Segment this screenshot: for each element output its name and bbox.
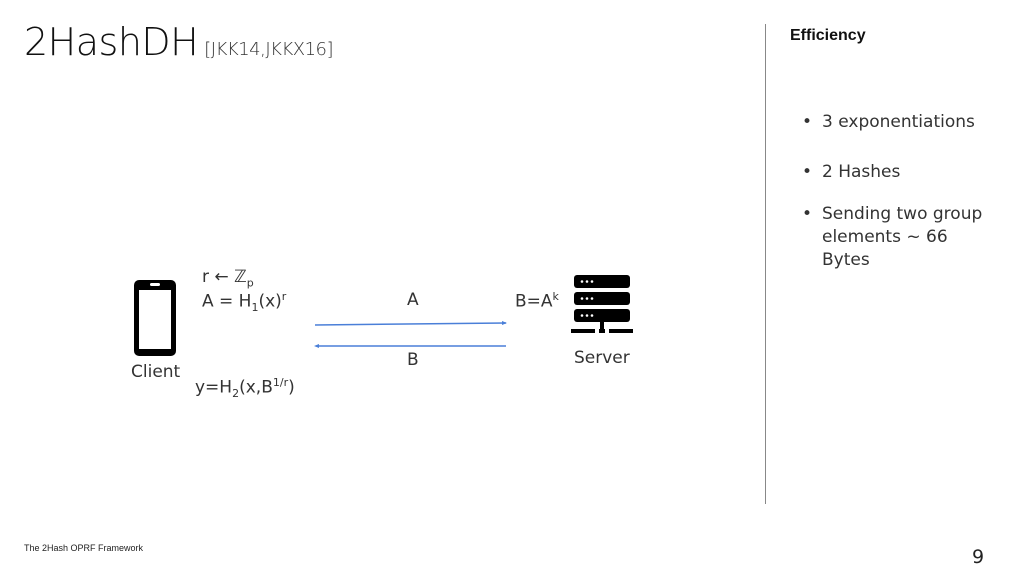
final-c: ) [288,377,295,398]
server-step-sup: k [552,290,559,303]
step-compute-a: A = H1(x)r [202,290,286,314]
server-step-a: B=A [515,291,553,312]
efficiency-heading: Efficiency [790,27,866,44]
phone-icon [134,280,176,356]
bullet-item: •Sending two group elements ~ 66 Bytes [802,203,992,272]
title-text: 2HashDH [24,20,199,64]
server-icon [571,275,633,333]
step2-b: (x) [258,291,282,312]
bullet-text: 3 exponentiations [822,112,975,132]
arrow-back-label: B [407,350,419,370]
final-b: (x,B [239,377,273,398]
arrow-forward [314,322,507,326]
slide-title: 2HashDH[JKK14,JKKX16] [24,20,334,64]
bullet-text: 2 Hashes [822,162,901,182]
arrow-forward-label: A [407,290,419,310]
step1-sub: p [246,276,254,290]
client-label: Client [131,362,181,382]
step1-text: r ← ℤ [202,267,247,287]
arrow-forward-head [502,321,507,325]
step2-sub: 1 [251,301,259,315]
divider [765,24,766,504]
footer-text: The 2Hash OPRF Framework [24,543,144,553]
final-sup: 1/r [272,376,289,389]
bullet-text: Sending two group elements ~ 66 Bytes [822,204,983,270]
bullet-item: •2 Hashes [802,161,1002,184]
bullet-item: •3 exponentiations [802,111,1002,134]
message-arrows [314,321,507,348]
page-number: 9 [972,546,985,568]
arrow-back-head [314,344,319,348]
step-random-r: r ← ℤp [202,267,254,289]
server-step: B=Ak [515,290,559,312]
server-label: Server [574,348,630,368]
final-a: y=H [195,377,233,398]
final-output: y=H2(x,B1/r) [195,376,295,400]
step2-sup: r [281,290,287,303]
citation: [JKK14,JKKX16] [204,39,334,60]
step2-a: A = H [202,291,252,312]
final-sub: 2 [232,387,240,401]
